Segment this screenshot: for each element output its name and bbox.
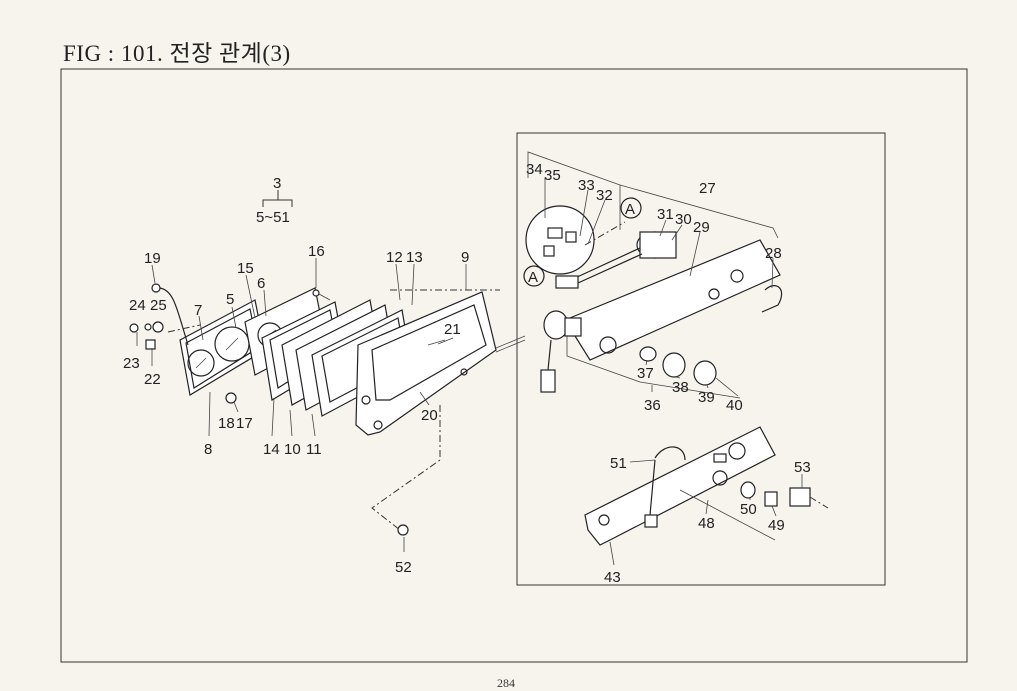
part-label-22: 22 — [144, 371, 161, 388]
part-label-52: 52 — [395, 559, 412, 576]
cluster-back-housing — [179, 299, 266, 396]
part-label-5: 5 — [226, 291, 234, 308]
part-label-8: 8 — [204, 441, 212, 458]
part-label-14: 14 — [263, 441, 280, 458]
part-label-40: 40 — [726, 397, 743, 414]
svg-text:A: A — [625, 201, 635, 218]
part-label-21: 21 — [444, 321, 461, 338]
leader-lines-left — [136, 258, 467, 552]
part-label-7: 6 — [257, 275, 265, 292]
assembly-line — [371, 405, 441, 531]
cluster-bezel — [355, 291, 526, 436]
screw-part — [397, 524, 409, 536]
part-label-19: 19 — [144, 250, 161, 267]
part-label-35: 35 — [544, 167, 561, 184]
part-label-43: 43 — [604, 569, 621, 586]
part-label-34: 34 — [526, 161, 543, 178]
part-label-38: 38 — [672, 379, 689, 396]
part-label-33: 33 — [578, 177, 595, 194]
assembly-range-label: 5~51 — [256, 209, 290, 226]
part-label-12: 12 — [386, 249, 403, 266]
part-label-23: 23 — [123, 355, 140, 372]
cluster-small-parts — [129, 283, 446, 404]
relay-bracket — [584, 426, 776, 546]
part-label-39: 39 — [698, 389, 715, 406]
part-label-17: 17 — [236, 415, 253, 432]
switch-bracket — [564, 239, 783, 361]
leader-lines-right — [527, 151, 803, 566]
part-label-13: 13 — [406, 249, 423, 266]
part-label-27: 27 — [699, 180, 716, 197]
part-label-9: 9 — [461, 249, 469, 266]
svg-text:A: A — [528, 269, 538, 286]
part-label-11: 11 — [306, 441, 322, 458]
figure-title: FIG : 101. 전장 관계(3) — [63, 41, 291, 66]
part-label-36: 36 — [644, 397, 661, 414]
detail-marker-a: A — [620, 197, 642, 219]
part-label-53: 53 — [794, 459, 811, 476]
part-label-29: 29 — [693, 219, 710, 236]
part-label-24: 24 — [129, 297, 146, 314]
part-label-37: 37 — [637, 365, 654, 382]
part-label-15: 15 — [237, 260, 254, 277]
part-label-18: 18 — [218, 415, 235, 432]
lighting-switch-assembly — [540, 310, 717, 393]
part-label-48: 48 — [698, 515, 715, 532]
diagram-frame — [60, 68, 968, 663]
detail-marker-a: A — [523, 265, 545, 287]
part-label-16: 16 — [308, 243, 325, 260]
part-label-50: 50 — [740, 501, 757, 518]
headlight-switch-cover — [525, 205, 626, 275]
part-label-25: 25 — [150, 297, 167, 314]
part-label-10: 10 — [284, 441, 301, 458]
part-label-32: 32 — [596, 187, 613, 204]
part-label-51: 51 — [610, 455, 627, 472]
part-label-20: 20 — [421, 407, 438, 424]
page-number: 284 — [497, 676, 515, 690]
part-label-6: 7 — [194, 302, 202, 319]
part-label-28: 28 — [765, 245, 782, 262]
assembly-line — [167, 324, 201, 333]
part-label-31: 31 — [657, 206, 674, 223]
detail-inset-frame — [516, 132, 886, 586]
relay-parts — [679, 481, 829, 541]
part-label-30: 30 — [675, 211, 692, 228]
part-number-labels: 3 5~51 19 15 6 16 12 13 9 5 7 24 25 21 2… — [123, 161, 811, 586]
assembly-ref-label: 3 — [273, 175, 281, 192]
part-label-49: 49 — [768, 517, 785, 534]
